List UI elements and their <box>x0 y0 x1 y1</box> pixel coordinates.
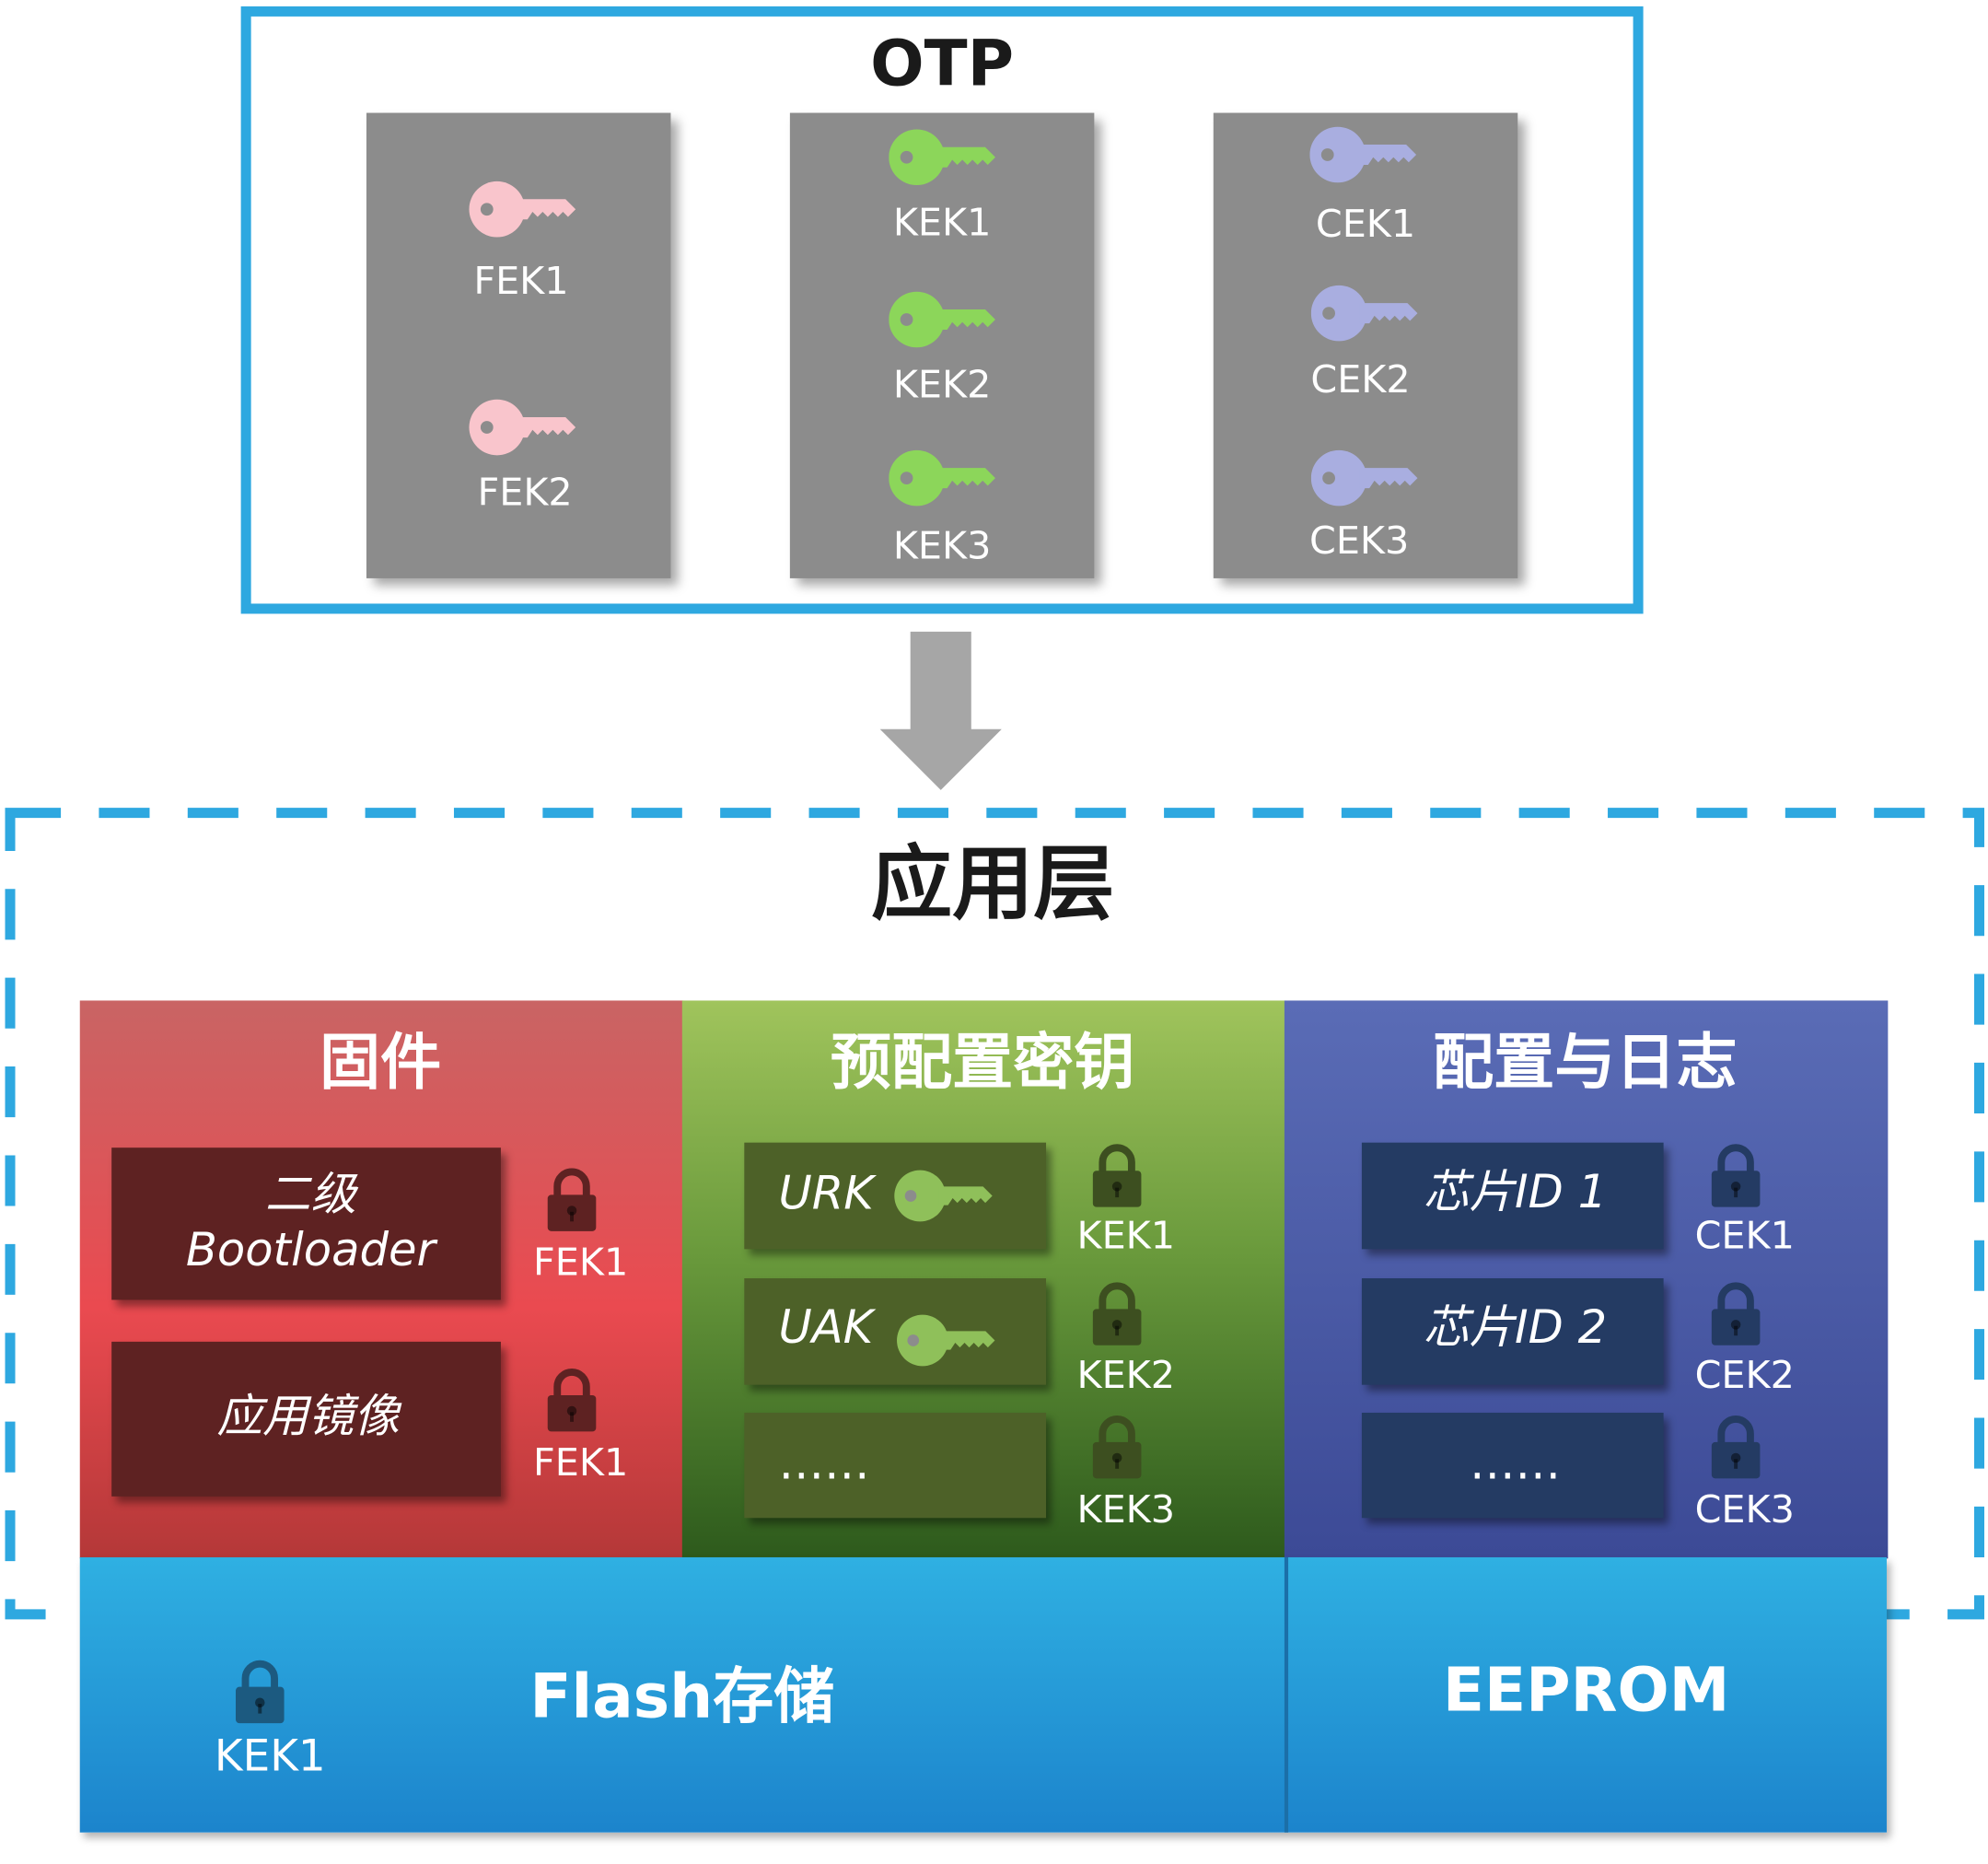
lock-label: CEK1 <box>1694 1214 1795 1259</box>
fek2-label: FEK2 <box>477 471 573 516</box>
bootloader-box <box>111 1148 501 1300</box>
chip-id1-box <box>1361 1142 1664 1250</box>
chip-id1-label: 芯片ID 1 <box>1423 1166 1608 1219</box>
chip-id2-label: 芯片ID 2 <box>1423 1302 1608 1355</box>
key-icon <box>469 396 575 460</box>
kek1-label: KEK1 <box>892 201 992 246</box>
cek-column <box>1213 112 1518 578</box>
kek2-label: KEK2 <box>892 363 992 408</box>
prekeys-title: 预配置密钥 <box>830 1027 1135 1099</box>
key-icon <box>892 1311 999 1369</box>
key-icon <box>469 178 575 241</box>
kek-column <box>789 112 1095 578</box>
key-icon <box>1311 447 1418 510</box>
key-icon <box>889 288 995 352</box>
cek3-label: CEK3 <box>1308 518 1410 565</box>
urk-label: URK <box>778 1168 874 1220</box>
storage-bar <box>79 1556 1887 1833</box>
key-icon <box>889 447 995 510</box>
eeprom-label: EEPROM <box>1442 1654 1730 1727</box>
lock-icon <box>545 1367 599 1433</box>
more-keys-box <box>744 1412 1047 1519</box>
lock-label: CEK2 <box>1694 1353 1795 1399</box>
lock-icon <box>545 1167 599 1233</box>
lock-icon <box>1090 1281 1144 1347</box>
flash-storage-label: Flash存储 <box>529 1660 835 1732</box>
lock-icon <box>1090 1143 1144 1209</box>
lock-label: KEK3 <box>1076 1487 1176 1533</box>
lock-label: KEK1 <box>1076 1214 1176 1259</box>
lock-label: FEK1 <box>533 1440 629 1486</box>
uak-box <box>744 1278 1047 1385</box>
fek1-label: FEK1 <box>473 259 569 304</box>
lock-icon <box>1709 1143 1762 1209</box>
lock-icon <box>233 1659 286 1725</box>
uak-label: UAK <box>778 1302 874 1355</box>
app-image-box <box>111 1341 501 1497</box>
lock-icon <box>1709 1281 1762 1347</box>
otp-box <box>240 6 1644 614</box>
ellipsis-label: …… <box>1469 1438 1562 1490</box>
lock-label: FEK1 <box>533 1241 629 1286</box>
lock-label: CEK3 <box>1694 1487 1795 1533</box>
ellipsis-label: …… <box>778 1438 870 1490</box>
application-layer-title: 应用层 <box>870 838 1115 933</box>
lock-icon <box>1090 1414 1144 1480</box>
lock-icon <box>1709 1414 1762 1480</box>
fek-column <box>366 112 671 578</box>
cek2-label: CEK2 <box>1310 358 1411 403</box>
key-icon <box>890 1167 997 1225</box>
app-image-label: 应用镜像 <box>216 1391 400 1444</box>
chip-id2-box <box>1361 1278 1664 1385</box>
down-arrow-icon <box>879 631 1002 790</box>
key-icon <box>1309 123 1416 187</box>
kek3-label: KEK3 <box>892 524 992 569</box>
lock-label: KEK2 <box>1076 1353 1176 1399</box>
cek1-label: CEK1 <box>1315 202 1416 247</box>
firmware-title: 固件 <box>319 1027 442 1099</box>
key-icon <box>1311 282 1418 345</box>
otp-title: OTP <box>870 26 1015 100</box>
flash-lock-label: KEK1 <box>214 1730 326 1782</box>
config-title: 配置与日志 <box>1432 1027 1738 1099</box>
more-config-box <box>1361 1412 1664 1519</box>
key-icon <box>889 125 995 189</box>
storage-divider <box>1284 1556 1289 1833</box>
